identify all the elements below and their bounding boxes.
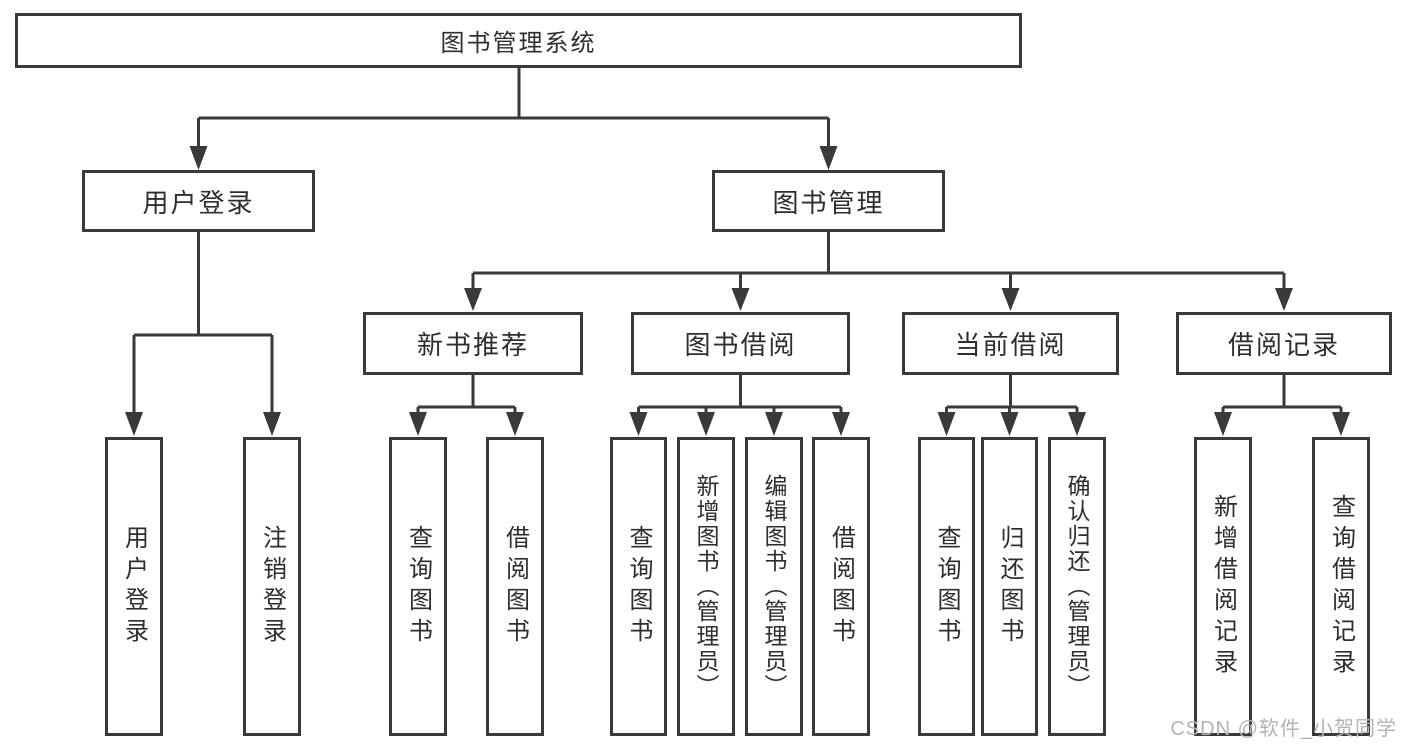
leaf-bb-edit-book-admin: 编辑图书（管理员） <box>745 437 803 736</box>
node-label: 用户登录 <box>142 187 255 218</box>
node-library-management-system: 图书管理系统 <box>15 13 1022 68</box>
edges-book-management <box>464 232 1293 311</box>
node-label: 图书管理系统 <box>440 30 597 57</box>
node-user-login: 用户登录 <box>82 170 315 232</box>
leaf-label: 借阅图书 <box>827 524 855 649</box>
leaf-user-login: 用户登录 <box>105 437 163 736</box>
leaf-br-add-borrow-record: 新增借阅记录 <box>1194 437 1252 736</box>
leaf-label: 查询图书 <box>933 524 960 649</box>
edges-book-borrowing <box>629 375 850 436</box>
leaf-label: 用户登录 <box>120 524 148 649</box>
edges-user-login <box>125 232 281 436</box>
node-current-borrowing: 当前借阅 <box>902 312 1119 375</box>
leaf-label: 新增借阅记录 <box>1209 493 1237 680</box>
leaf-nb-borrow-book: 借阅图书 <box>486 437 544 736</box>
watermark: CSDN @软件_小贺同学 <box>1170 718 1397 740</box>
leaf-label: 查询借阅记录 <box>1327 493 1355 680</box>
leaf-label: 注销登录 <box>258 524 286 649</box>
edges-current-borrowing <box>937 375 1086 436</box>
edges-new-book-recommendation <box>409 375 524 436</box>
leaf-label: 确认归还（管理员） <box>1064 474 1090 699</box>
node-label: 当前借阅 <box>954 330 1067 360</box>
leaf-br-query-borrow-record: 查询借阅记录 <box>1312 437 1370 736</box>
node-label: 新书推荐 <box>416 330 529 360</box>
node-label: 图书管理 <box>772 187 885 218</box>
edges-root <box>189 68 838 170</box>
node-new-book-recommendation: 新书推荐 <box>363 312 583 375</box>
leaf-bb-add-book-admin: 新增图书（管理员） <box>677 437 735 736</box>
node-label: 借阅记录 <box>1227 330 1340 360</box>
leaf-nb-query-book: 查询图书 <box>389 437 447 736</box>
leaf-label: 借阅图书 <box>501 524 529 649</box>
leaf-label: 新增图书（管理员） <box>693 474 719 699</box>
leaf-bb-query-book: 查询图书 <box>610 437 667 736</box>
node-book-borrowing: 图书借阅 <box>631 312 850 375</box>
node-label: 图书借阅 <box>684 330 797 360</box>
node-book-management: 图书管理 <box>712 170 945 232</box>
leaf-label: 查询图书 <box>404 524 432 649</box>
leaf-label: 编辑图书（管理员） <box>761 474 787 699</box>
leaf-logout-login: 注销登录 <box>243 437 301 736</box>
node-borrowing-records: 借阅记录 <box>1176 312 1392 375</box>
leaf-cb-return-book: 归还图书 <box>981 437 1038 736</box>
leaf-bb-borrow-book: 借阅图书 <box>812 437 870 736</box>
leaf-cb-confirm-return-admin: 确认归还（管理员） <box>1048 437 1106 736</box>
edges-borrowing-records <box>1214 375 1350 436</box>
leaf-label: 查询图书 <box>625 524 652 649</box>
leaf-cb-query-book: 查询图书 <box>918 437 975 736</box>
leaf-label: 归还图书 <box>996 524 1023 649</box>
